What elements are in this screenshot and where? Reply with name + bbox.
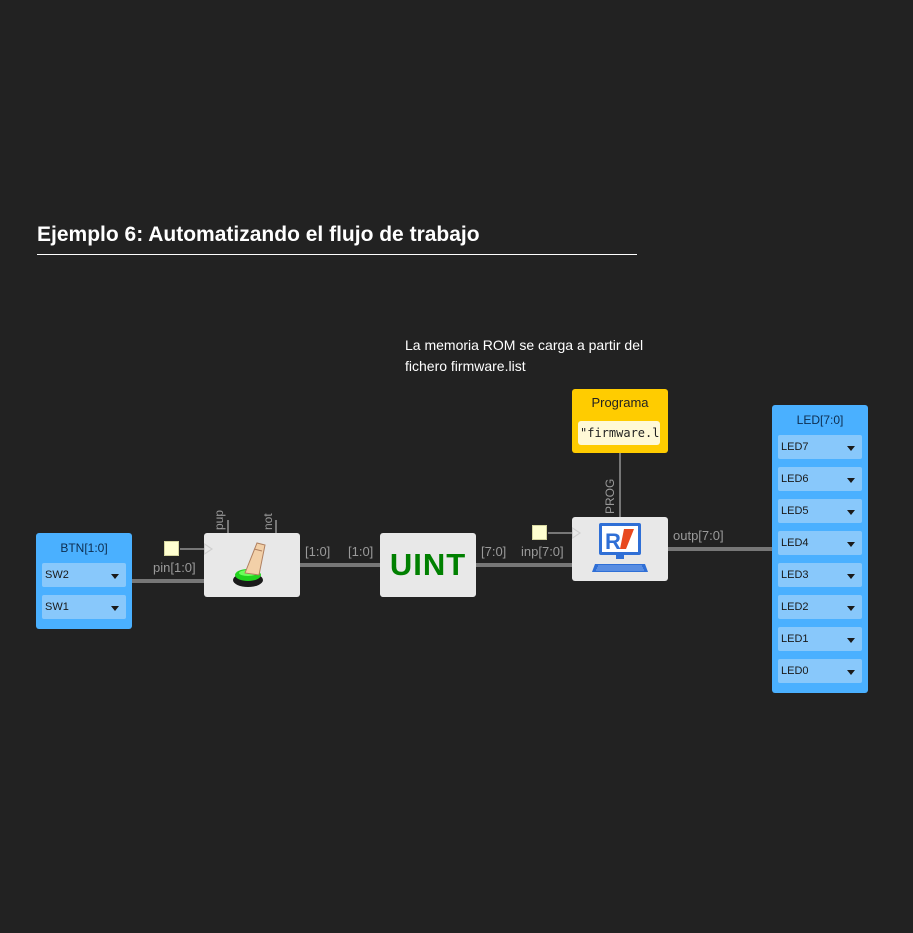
input-port-arrow (572, 527, 581, 539)
pin-select-led7[interactable]: LED7 (778, 435, 862, 459)
pin-select-led1[interactable]: LED1 (778, 627, 862, 651)
wire-label-uint-in: [1:0] (348, 544, 374, 559)
button-module[interactable] (204, 533, 300, 597)
chevron-down-icon (111, 574, 119, 579)
pin-select-led0[interactable]: LED0 (778, 659, 862, 683)
prog-constant-value[interactable]: "firmware.list" (578, 421, 660, 445)
wire-label-rom-in: inp[7:0] (521, 544, 564, 559)
note-line-2: fichero firmware.list (405, 358, 526, 374)
prog-constant-title: Programa (591, 395, 649, 410)
chevron-down-icon (111, 606, 119, 611)
wire-label-rom-out: outp[7:0] (673, 528, 724, 543)
constant-input-button[interactable] (164, 541, 179, 556)
pin-label: SW2 (45, 569, 69, 581)
pin-select-sw1[interactable]: SW1 (42, 595, 126, 619)
pin-select-led5[interactable]: LED5 (778, 499, 862, 523)
pin-label: LED0 (781, 665, 809, 677)
rom-module[interactable]: R (572, 517, 668, 581)
comment-note: La memoria ROM se carga a partir del fic… (405, 335, 685, 377)
svg-text:R: R (605, 529, 621, 554)
input-block-btn[interactable]: BTN[1:0] SW2 SW1 (36, 533, 132, 629)
pin-label: LED4 (781, 537, 809, 549)
wire-label-button-out: [1:0] (305, 544, 331, 559)
prog-constant-block[interactable]: Programa "firmware.list" (572, 389, 668, 453)
pin-label: LED2 (781, 601, 809, 613)
pin-label: LED3 (781, 569, 809, 581)
computer-rom-icon: R (592, 523, 648, 572)
pin-label: LED6 (781, 473, 809, 485)
chevron-down-icon (847, 606, 855, 611)
wire-label-uint-out: [7:0] (481, 544, 507, 559)
pin-label: LED5 (781, 505, 809, 517)
pin-select-led3[interactable]: LED3 (778, 563, 862, 587)
uint-label: UINT (389, 547, 467, 582)
chevron-down-icon (847, 510, 855, 515)
pin-select-led6[interactable]: LED6 (778, 467, 862, 491)
chevron-down-icon (847, 574, 855, 579)
uint-module[interactable]: UINT (380, 533, 476, 597)
chevron-down-icon (847, 638, 855, 643)
input-block-title: BTN[1:0] (60, 541, 108, 555)
pin-select-sw2[interactable]: SW2 (42, 563, 126, 587)
note-line-1: La memoria ROM se carga a partir del (405, 337, 644, 353)
chevron-down-icon (847, 478, 855, 483)
chevron-down-icon (847, 542, 855, 547)
wire-label-pin: pin[1:0] (153, 560, 196, 575)
chevron-down-icon (847, 670, 855, 675)
pin-label: LED7 (781, 441, 809, 453)
param-label-prog: PROG (603, 478, 617, 514)
param-label-not: not (261, 513, 275, 530)
output-block-led[interactable]: LED[7:0] LED7 LED6 LED5 LED4 LED3 LED2 L… (772, 405, 868, 693)
constant-input-rom[interactable] (532, 525, 547, 540)
param-label-pup: pup (212, 509, 226, 530)
pin-label: SW1 (45, 601, 69, 613)
pin-label: LED1 (781, 633, 809, 645)
input-port-arrow (204, 543, 213, 555)
pin-select-led2[interactable]: LED2 (778, 595, 862, 619)
push-button-icon (233, 542, 266, 587)
pin-select-led4[interactable]: LED4 (778, 531, 862, 555)
page-title: Ejemplo 6: Automatizando el flujo de tra… (37, 223, 637, 255)
chevron-down-icon (847, 446, 855, 451)
output-block-title: LED[7:0] (796, 413, 844, 427)
